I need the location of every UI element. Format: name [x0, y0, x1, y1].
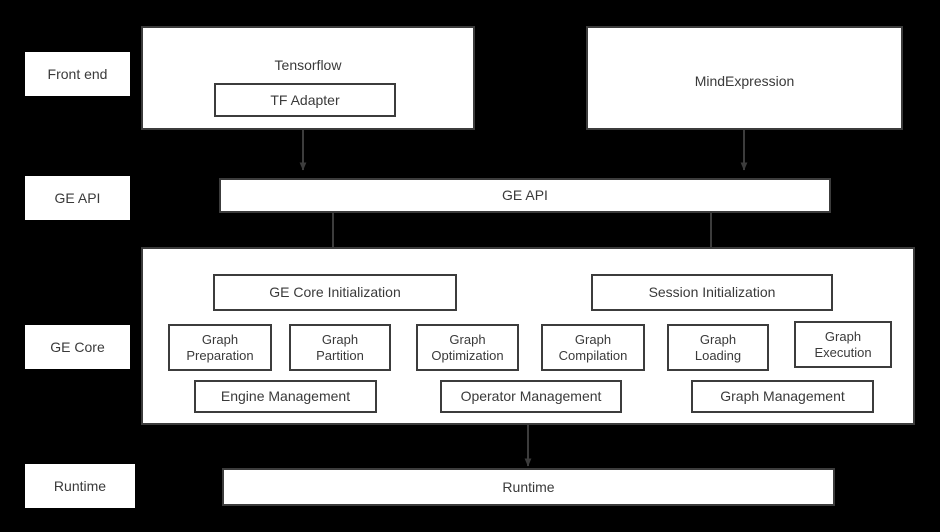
graph-execution-box[interactable]: Graph Execution	[794, 321, 892, 368]
graph-execution-line1: Graph	[824, 328, 862, 344]
lane-label-front-end: Front end	[25, 52, 130, 96]
lane-label-ge-core: GE Core	[25, 325, 130, 369]
ge-core-initialization-box[interactable]: GE Core Initialization	[213, 274, 457, 311]
graph-preparation-box[interactable]: Graph Preparation	[168, 324, 272, 371]
mindexpression-title: MindExpression	[694, 73, 795, 89]
frontend-tensorflow-container[interactable]: Tensorflow TF Adapter	[141, 26, 475, 130]
session-initialization-box[interactable]: Session Initialization	[591, 274, 833, 311]
graph-preparation-line1: Graph	[201, 331, 239, 347]
tensorflow-title: Tensorflow	[274, 57, 342, 73]
graph-management-box[interactable]: Graph Management	[691, 380, 874, 413]
graph-partition-line2: Partition	[316, 347, 364, 363]
graph-loading-box[interactable]: Graph Loading	[667, 324, 769, 371]
graph-optimization-box[interactable]: Graph Optimization	[416, 324, 519, 371]
graph-compilation-line2: Compilation	[558, 347, 628, 363]
lane-label-runtime: Runtime	[25, 464, 135, 508]
graph-optimization-line1: Graph	[449, 331, 486, 347]
engine-management-box[interactable]: Engine Management	[194, 380, 377, 413]
graph-loading-line1: Graph	[699, 331, 737, 347]
tf-adapter-box[interactable]: TF Adapter	[214, 83, 396, 117]
ge-core-container: GE Core Initialization Session Initializ…	[141, 247, 915, 425]
operator-management-box[interactable]: Operator Management	[440, 380, 622, 413]
lane-label-ge-api: GE API	[25, 176, 130, 220]
graph-compilation-box[interactable]: Graph Compilation	[541, 324, 645, 371]
frontend-mindexpression-container[interactable]: MindExpression	[586, 26, 903, 130]
graph-compilation-line1: Graph	[574, 331, 612, 347]
ge-api-box[interactable]: GE API	[219, 178, 831, 213]
graph-partition-box[interactable]: Graph Partition	[289, 324, 391, 371]
runtime-box[interactable]: Runtime	[222, 468, 835, 506]
graph-optimization-line2: Optimization	[431, 347, 504, 363]
graph-loading-line2: Loading	[694, 347, 742, 363]
graph-partition-line1: Graph	[321, 331, 359, 347]
graph-preparation-line2: Preparation	[186, 347, 254, 363]
graph-execution-line2: Execution	[814, 344, 872, 360]
